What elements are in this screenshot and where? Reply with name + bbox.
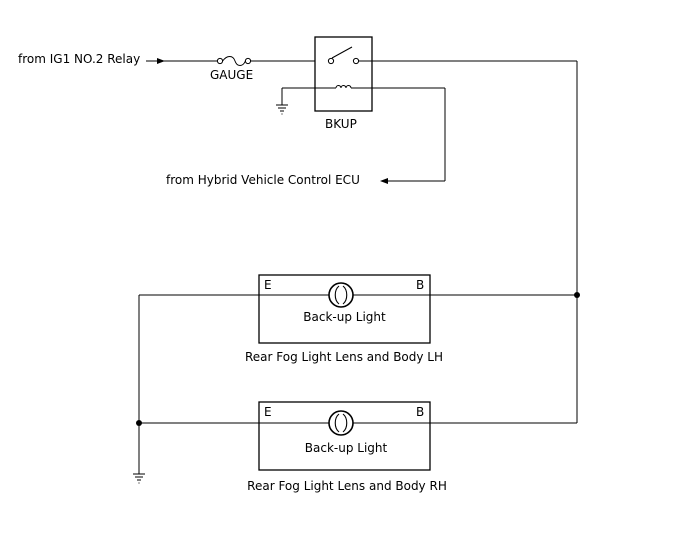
bulb-icon — [328, 410, 354, 436]
lamp-lh-terminal-b: B — [416, 278, 424, 292]
bkup-relay-label: BKUP — [325, 117, 357, 131]
hybrid-ecu-label: from Hybrid Vehicle Control ECU — [166, 173, 360, 187]
ig1-input-label: from IG1 NO.2 Relay — [18, 52, 140, 66]
lamp-rh-caption: Rear Fog Light Lens and Body RH — [247, 479, 447, 493]
lamp-rh-bulb-label: Back-up Light — [305, 441, 388, 455]
bkup-relay-box — [314, 36, 373, 112]
junction-dot-left — [136, 420, 142, 426]
hybrid-ecu-arrow-icon — [380, 178, 388, 184]
relay-ground-icon — [276, 87, 315, 115]
lamp-lh-bulb-label: Back-up Light — [303, 310, 386, 324]
junction-dot-right — [574, 292, 580, 298]
lamp-rh: E B Back-up Light — [258, 401, 431, 471]
ground-icon — [133, 473, 145, 484]
bulb-icon — [328, 282, 354, 308]
relay-coil-icon — [315, 85, 372, 89]
lamp-rh-terminal-e: E — [264, 405, 272, 419]
lamp-lh-terminal-e: E — [264, 278, 272, 292]
lamp-rh-terminal-b: B — [416, 405, 424, 419]
gauge-fuse-label: GAUGE — [210, 68, 253, 82]
lamp-lh: E B Back-up Light — [258, 274, 431, 344]
lamp-lh-caption: Rear Fog Light Lens and Body LH — [245, 350, 443, 364]
gauge-fuse-icon — [216, 56, 252, 66]
